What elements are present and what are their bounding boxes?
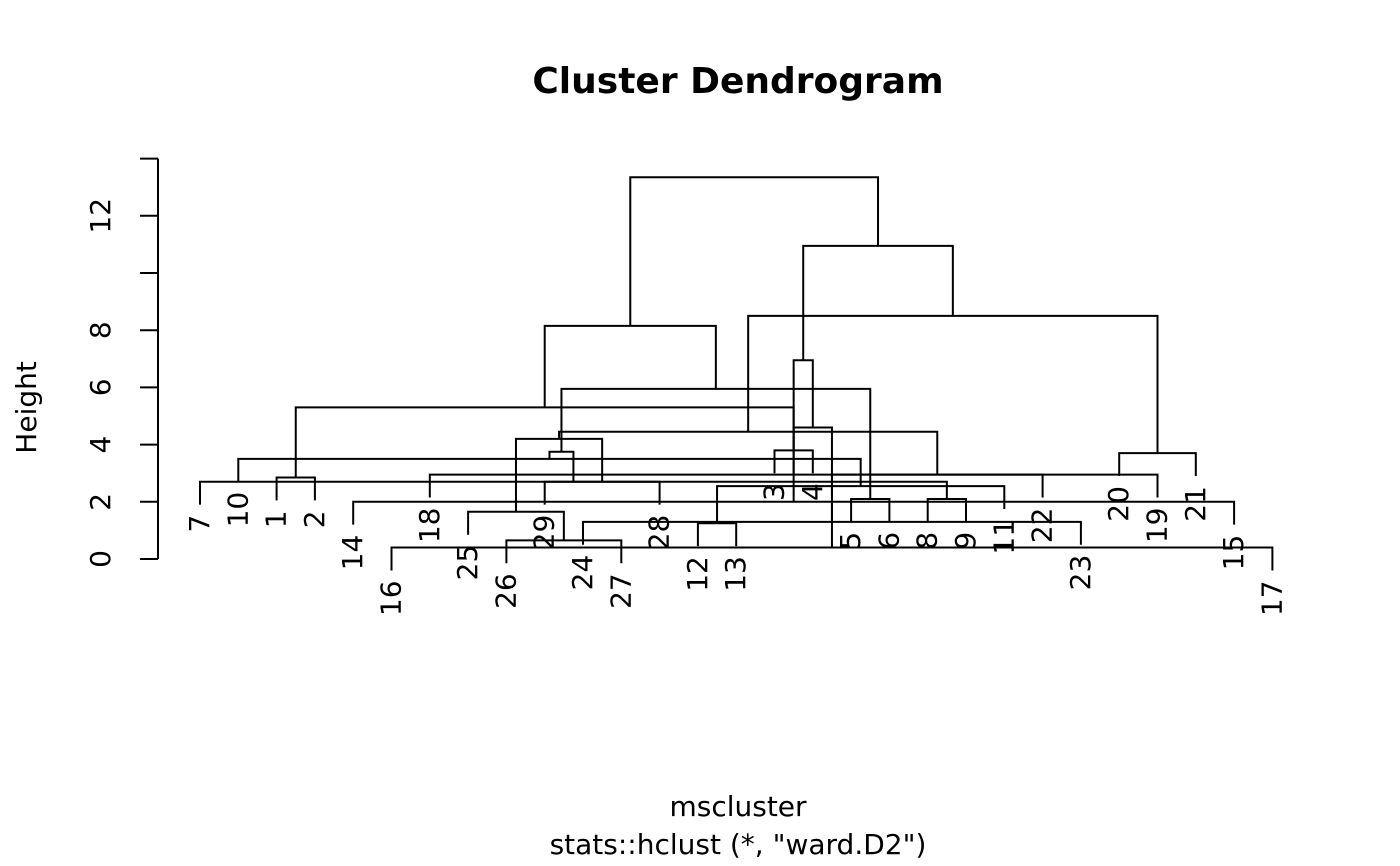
x-axis-label: mscluster <box>669 790 807 823</box>
leaf-label: 9 <box>949 532 982 550</box>
chart-title: Cluster Dendrogram <box>532 61 943 102</box>
y-tick-label: 6 <box>84 378 117 396</box>
leaf-label: 18 <box>413 508 446 544</box>
leaf-label: 16 <box>375 580 408 616</box>
y-tick-label: 2 <box>84 493 117 511</box>
y-tick-label: 0 <box>84 550 117 568</box>
leaf-label: 1 <box>260 510 293 528</box>
leaf-label: 3 <box>758 483 791 501</box>
leaf-label: 19 <box>1141 508 1174 544</box>
leaf-label: 8 <box>911 532 944 550</box>
leaf-label: 25 <box>451 545 484 581</box>
branch-aa <box>802 244 954 361</box>
leaf-label: 15 <box>1217 535 1250 571</box>
branch-t <box>558 430 939 475</box>
leaf-label: 27 <box>604 573 637 609</box>
branch-y <box>543 324 717 408</box>
y-axis: 0 2 4 6 8 12 <box>84 157 159 568</box>
leaf-label: 21 <box>1179 486 1212 522</box>
leaf-label: 17 <box>1255 580 1288 616</box>
leaf-label: 20 <box>1102 486 1135 522</box>
leaf-label: 12 <box>681 556 714 592</box>
leaf-label: 11 <box>987 519 1020 555</box>
leaf-label: 29 <box>528 515 561 551</box>
leaf-label: 13 <box>719 556 752 592</box>
leaf-label: 4 <box>796 483 829 501</box>
branch-a <box>390 546 1274 571</box>
dendrogram-branches <box>199 176 1274 571</box>
leaf-label: 24 <box>566 555 599 591</box>
leaf-label: 2 <box>298 510 331 528</box>
leaf-label: 23 <box>1064 555 1097 591</box>
method-sublabel: stats::hclust (*, "ward.D2") <box>550 828 927 861</box>
branch-v <box>294 406 795 478</box>
leaf-label: 22 <box>1026 508 1059 544</box>
branch-b <box>505 539 623 564</box>
branch-ab <box>629 176 880 326</box>
y-axis-label: Height <box>10 361 43 454</box>
leaf-label: 14 <box>336 535 369 571</box>
y-tick-label: 8 <box>84 321 117 339</box>
leaf-label: 7 <box>183 515 216 533</box>
leaf-label: 6 <box>872 532 905 550</box>
y-tick-label: 4 <box>84 436 117 454</box>
leaf-label: 10 <box>221 492 254 528</box>
branch-q <box>548 450 575 482</box>
leaf-label: 26 <box>489 573 522 609</box>
leaf-label: 5 <box>834 532 867 550</box>
leaf-label: 28 <box>643 515 676 551</box>
y-tick-label: 12 <box>84 198 117 234</box>
branch-c <box>696 522 738 547</box>
branch-p <box>1118 452 1197 477</box>
